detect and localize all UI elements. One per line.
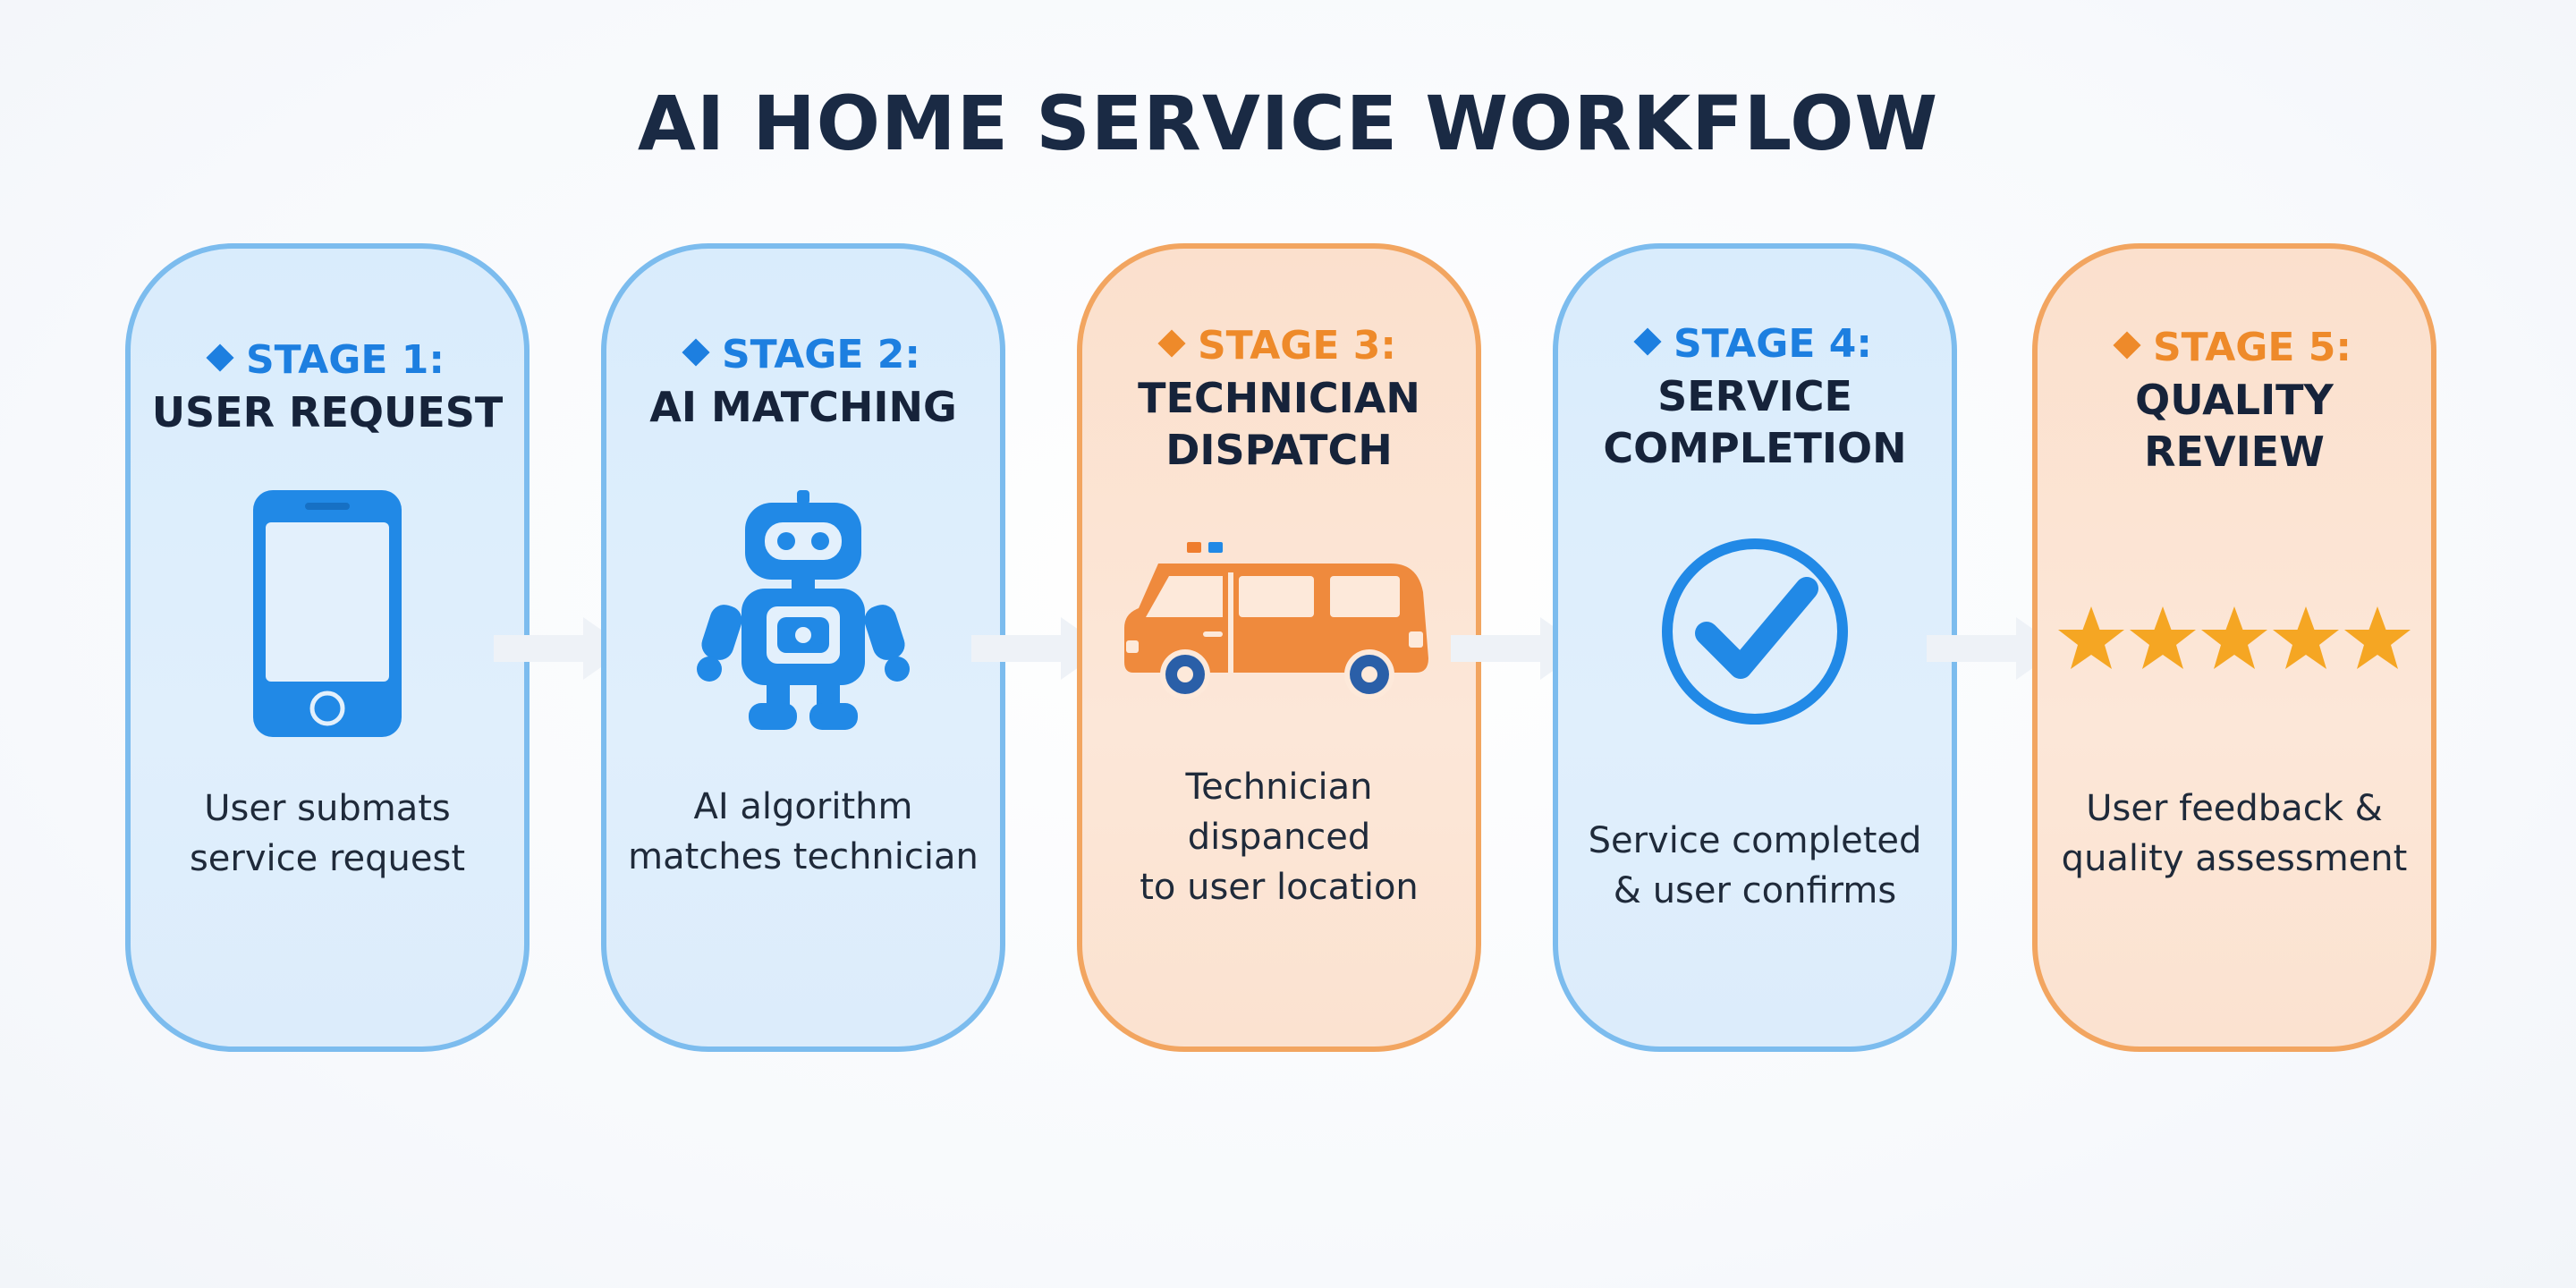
stage-card-3: STAGE 3: TECHNICIAN DISPATCH <box>1077 243 1481 1052</box>
stage-name: SERVICE COMPLETION <box>1603 372 1907 472</box>
stage-description: User feedback & quality assessment <box>2061 788 2408 879</box>
stage-header: STAGE 4: SERVICE COMPLETION <box>1558 318 1952 474</box>
page-title: AI HOME SERVICE WORKFLOW <box>637 80 1939 167</box>
stage-description: User submats service request <box>189 788 466 879</box>
stage-name: USER REQUEST <box>151 388 504 436</box>
robot-icon <box>606 490 1000 732</box>
stage-card-2: STAGE 2: AI MATCHING <box>601 243 1005 1052</box>
stage-header: STAGE 3: TECHNICIAN DISPATCH <box>1082 320 1476 476</box>
flow-arrow <box>1451 617 1585 680</box>
checkmark-icon <box>1558 533 1952 730</box>
diamond-icon <box>206 343 234 372</box>
stage-header: STAGE 5: QUALITY REVIEW <box>2038 322 2431 478</box>
stage-label: STAGE 1: <box>131 335 524 386</box>
stage-card-1: STAGE 1: USER REQUEST User submats servi… <box>125 243 530 1052</box>
smartphone-icon <box>131 488 524 739</box>
diamond-icon <box>1633 327 1662 356</box>
stage-label: STAGE 5: <box>2038 322 2431 374</box>
flow-arrow <box>494 617 628 680</box>
stage-name: QUALITY REVIEW <box>2135 376 2334 476</box>
diamond-icon <box>2113 331 2141 360</box>
stage-card-4: STAGE 4: SERVICE COMPLETION Service comp… <box>1553 243 1957 1052</box>
diamond-icon <box>682 338 710 367</box>
stage-label: STAGE 4: <box>1558 318 1952 370</box>
stage-header: STAGE 1: USER REQUEST <box>131 335 524 438</box>
stage-header: STAGE 2: AI MATCHING <box>606 329 1000 433</box>
stage-name: TECHNICIAN DISPATCH <box>1138 374 1420 474</box>
stage-description: Technician dispanced to user location <box>1140 767 1419 908</box>
flow-arrow <box>971 617 1106 680</box>
stage-label: STAGE 2: <box>606 329 1000 381</box>
five-stars-icon <box>2038 605 2431 676</box>
stage-description: Service completed & user confirms <box>1588 820 1922 911</box>
stage-name: AI MATCHING <box>649 383 957 431</box>
stage-label: STAGE 3: <box>1082 320 1476 372</box>
stage-description: AI algorithm matches technician <box>628 786 979 877</box>
diamond-icon <box>1157 329 1186 358</box>
flow-arrow <box>1927 617 2061 680</box>
van-icon <box>1082 542 1476 703</box>
stage-card-5: STAGE 5: QUALITY REVIEW User feedback & … <box>2032 243 2436 1052</box>
